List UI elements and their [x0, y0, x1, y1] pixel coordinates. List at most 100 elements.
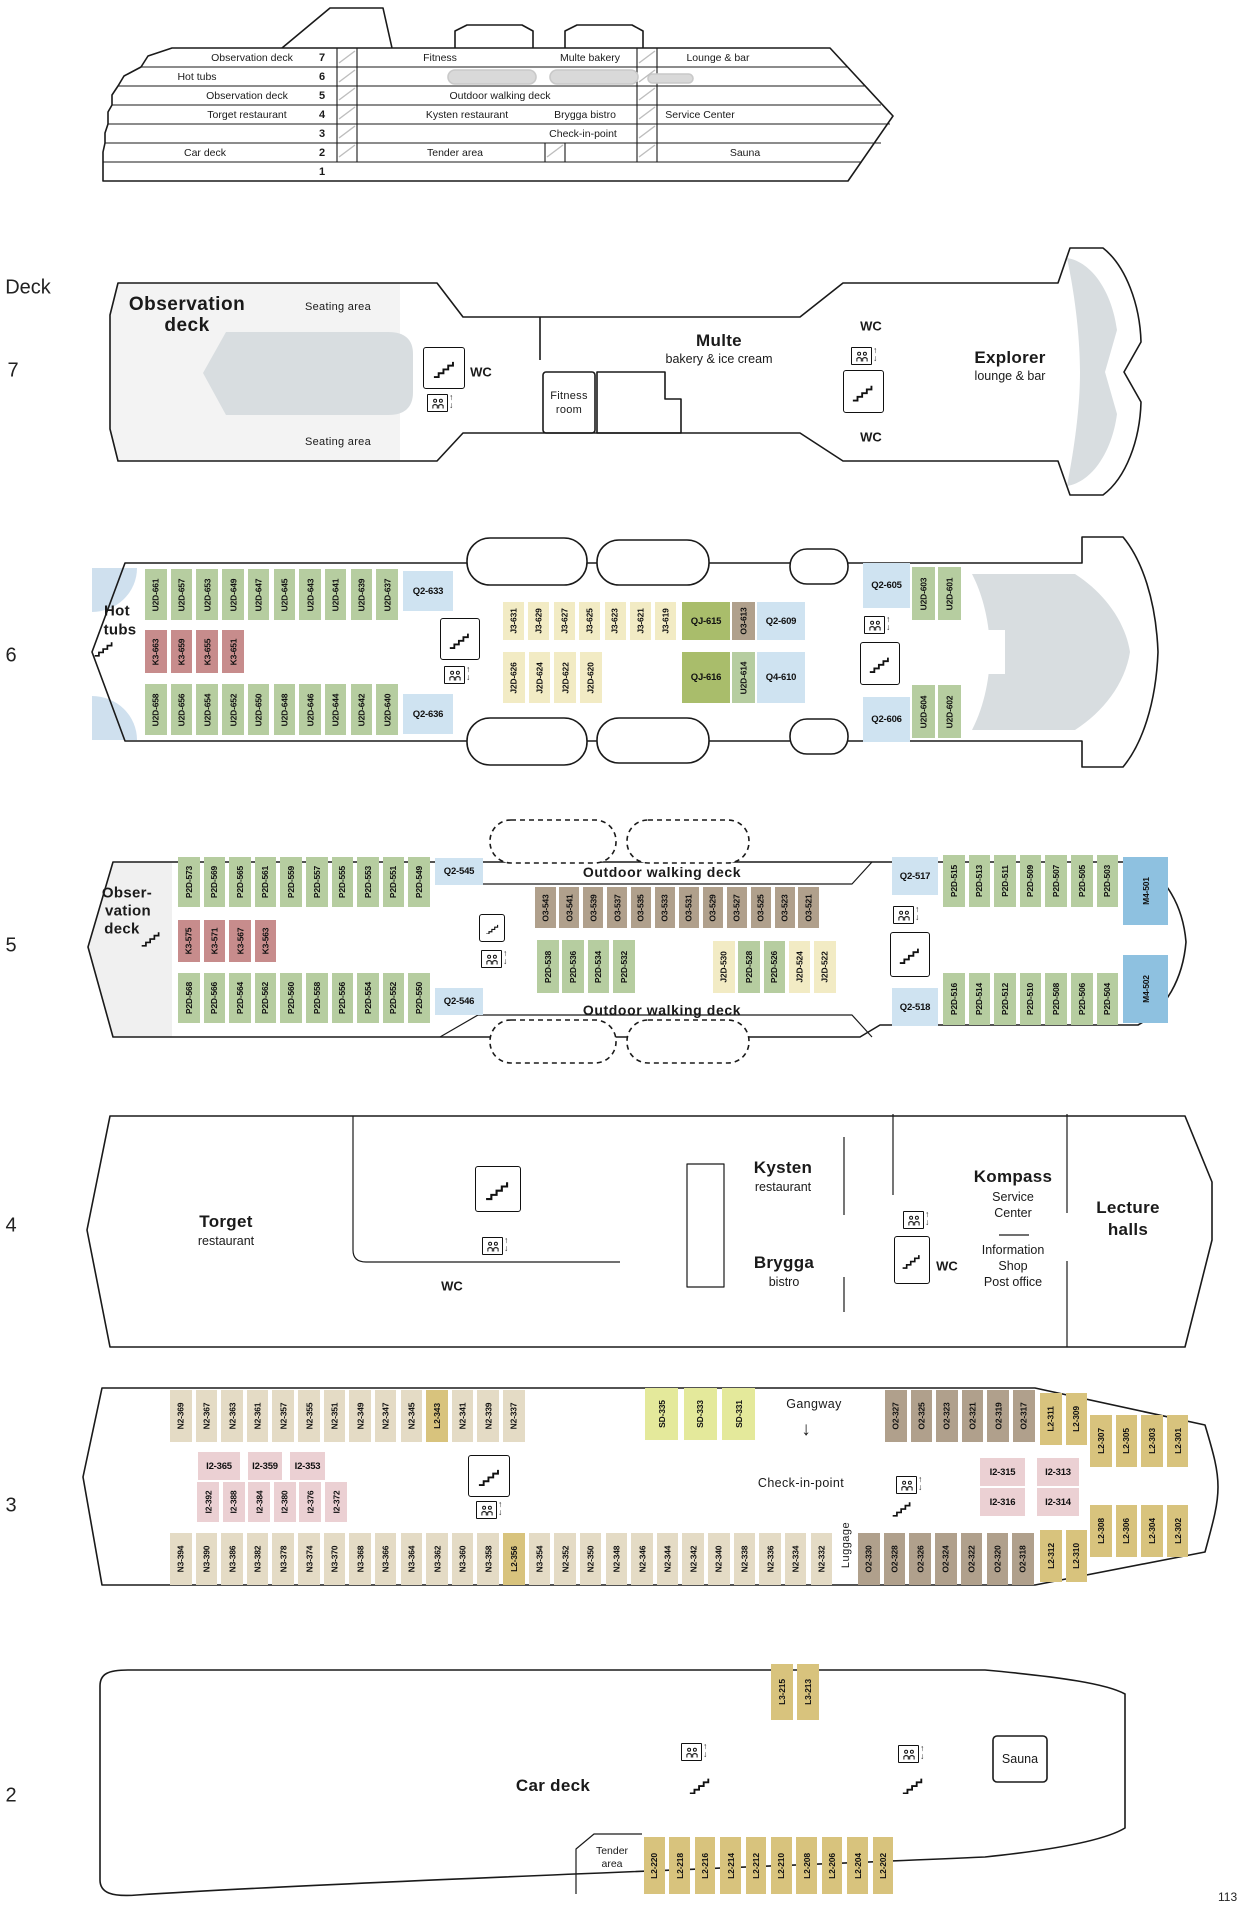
cabin-N2-345: N2-345: [400, 1390, 423, 1442]
cabin-L2-210: L2-210: [771, 1837, 792, 1894]
cabin-N2-350: N2-350: [579, 1533, 602, 1585]
cabin-label: N2-352: [560, 1545, 571, 1573]
deck-4-label: Torget: [199, 1212, 253, 1231]
cabin-label: P2D-554: [362, 981, 373, 1015]
elevator-arrows-icon: ↑↓: [449, 392, 454, 410]
cabin-label: L2-310: [1071, 1543, 1082, 1569]
profile-cell-label: Kysten restaurant: [425, 108, 509, 121]
deck-5-hull: [87, 819, 1187, 1064]
profile-hull: [102, 7, 894, 182]
cabin-N2-361: N2-361: [246, 1390, 269, 1442]
cabin-P2D-504: P2D-504: [1096, 973, 1119, 1025]
cabin-label: P2D-508: [1051, 982, 1062, 1016]
cabin-M4-502: M4-502: [1123, 955, 1168, 1023]
cabin-P2D-555: P2D-555: [331, 857, 354, 907]
cabin-label: U2D-601: [944, 577, 955, 610]
cabin-label: L2-303: [1146, 1428, 1157, 1454]
deck-3-hull: [82, 1387, 1219, 1586]
elevator-icon: ↑↓: [681, 1741, 708, 1761]
deck-4-label: WC: [936, 1258, 958, 1274]
cabin-label: N3-366: [380, 1545, 391, 1573]
cabin-label: P2D-538: [542, 950, 553, 983]
cabin-label: I2-388: [228, 1490, 239, 1514]
profile-left-label: Hot tubs: [177, 70, 217, 83]
stairs-icon: [479, 914, 505, 942]
deck-7-number: 7: [7, 359, 19, 382]
cabin-U2D-648: U2D-648: [273, 684, 295, 735]
deck-7-label: Fitness: [550, 390, 588, 402]
cabin-L2-212: L2-212: [745, 1837, 767, 1894]
deck-4-label: WC: [441, 1278, 463, 1294]
cabin-L2-306: L2-306: [1115, 1505, 1138, 1557]
cabin-O2-322: O2-322: [960, 1533, 983, 1585]
cabin-label: N3-358: [483, 1545, 494, 1573]
cabin-L2-208: L2-208: [796, 1837, 817, 1894]
cabin-label: P2D-550: [414, 981, 425, 1015]
deck-7-label: WC: [860, 429, 882, 445]
cabin-O2-318: O2-318: [1012, 1533, 1034, 1585]
cabin-label: P2D-561: [260, 865, 271, 899]
cabin-I2-392: I2-392: [197, 1482, 219, 1522]
elevator-arrows-icon: ↑↓: [915, 904, 920, 922]
cabin-I2-314: I2-314: [1037, 1488, 1079, 1516]
cabin-label: N3-368: [355, 1545, 366, 1573]
cabin-label: O2-326: [915, 1545, 926, 1573]
cabin-L2-309: L2-309: [1065, 1393, 1088, 1445]
elevator-arrows-icon: ↑↓: [503, 948, 508, 966]
cabin-label: O3-539: [588, 893, 599, 922]
elevator-icon: ↑↓: [444, 665, 470, 684]
cabin-label: L2-208: [801, 1852, 812, 1879]
cabin-N2-334: N2-334: [784, 1533, 807, 1585]
profile-cell-label: Check-in-point: [549, 127, 617, 140]
cabin-label: P2D-536: [568, 950, 579, 983]
cabin-label: N2-369: [175, 1402, 186, 1430]
cabin-L2-302: L2-302: [1166, 1505, 1189, 1557]
elevator-icon: ↑↓: [427, 392, 454, 412]
cabin-O3-539: O3-539: [582, 887, 604, 928]
cabin-O3-531: O3-531: [678, 887, 700, 928]
cabin-label: O3-537: [612, 893, 623, 922]
cabin-label: N3-386: [226, 1545, 237, 1573]
cabin-label: N2-355: [303, 1402, 314, 1430]
cabin-P2D-505: P2D-505: [1071, 855, 1093, 907]
cabin-label: P2D-562: [260, 981, 271, 1015]
cabin-P2D-506: P2D-506: [1071, 973, 1093, 1025]
cabin-label: J3-627: [559, 608, 570, 634]
cabin-N2-363: N2-363: [221, 1390, 243, 1442]
elevator-icon: ↑↓: [898, 1744, 924, 1763]
elevator-arrows-icon: ↑↓: [703, 1741, 708, 1759]
cabin-label: O2-325: [916, 1402, 927, 1430]
cabin-label: L2-312: [1045, 1543, 1056, 1569]
cabin-label: P2D-555: [337, 865, 348, 899]
deck-3-label: Gangway: [786, 1397, 842, 1411]
cabin-label: I2-384: [254, 1490, 265, 1514]
cabin-U2D-641: U2D-641: [324, 569, 347, 620]
profile-deck-number: 7: [318, 51, 326, 64]
cabin-I2-313: I2-313: [1037, 1458, 1079, 1486]
cabin-label: Q2-518: [899, 1001, 931, 1013]
deck-6-label: tubs: [103, 621, 137, 639]
cabin-P2D-510: P2D-510: [1019, 973, 1042, 1025]
cabin-label: P2D-552: [388, 981, 399, 1015]
deck-4-label: restaurant: [197, 1234, 255, 1248]
deck-5-label: vation: [105, 902, 151, 920]
cabin-N2-357: N2-357: [272, 1390, 294, 1442]
deck-4-label: Center: [994, 1206, 1032, 1220]
cabin-N3-362: N3-362: [426, 1533, 448, 1585]
cabin-label: M4-502: [1140, 975, 1151, 1003]
cabin-label: J2D-626: [508, 661, 519, 694]
cabin-label: Q2-545: [443, 866, 475, 877]
cabin-label: O2-324: [940, 1545, 951, 1573]
cabin-label: P2D-503: [1102, 864, 1113, 898]
cabin-K3-571: K3-571: [203, 920, 226, 962]
cabin-label: O3-535: [636, 893, 647, 922]
cabin-label: L2-218: [674, 1852, 685, 1879]
cabin-J2D-524: J2D-524: [788, 941, 811, 993]
stairs-icon: [901, 1774, 925, 1799]
cabin-N2-340: N2-340: [708, 1533, 730, 1585]
cabin-label: N2-347: [380, 1402, 391, 1430]
cabin-P2D-568: P2D-568: [178, 973, 200, 1023]
cabin-K3-655: K3-655: [196, 630, 218, 673]
cabin-label: O3-531: [683, 893, 694, 922]
cabin-label: N2-344: [662, 1545, 673, 1573]
